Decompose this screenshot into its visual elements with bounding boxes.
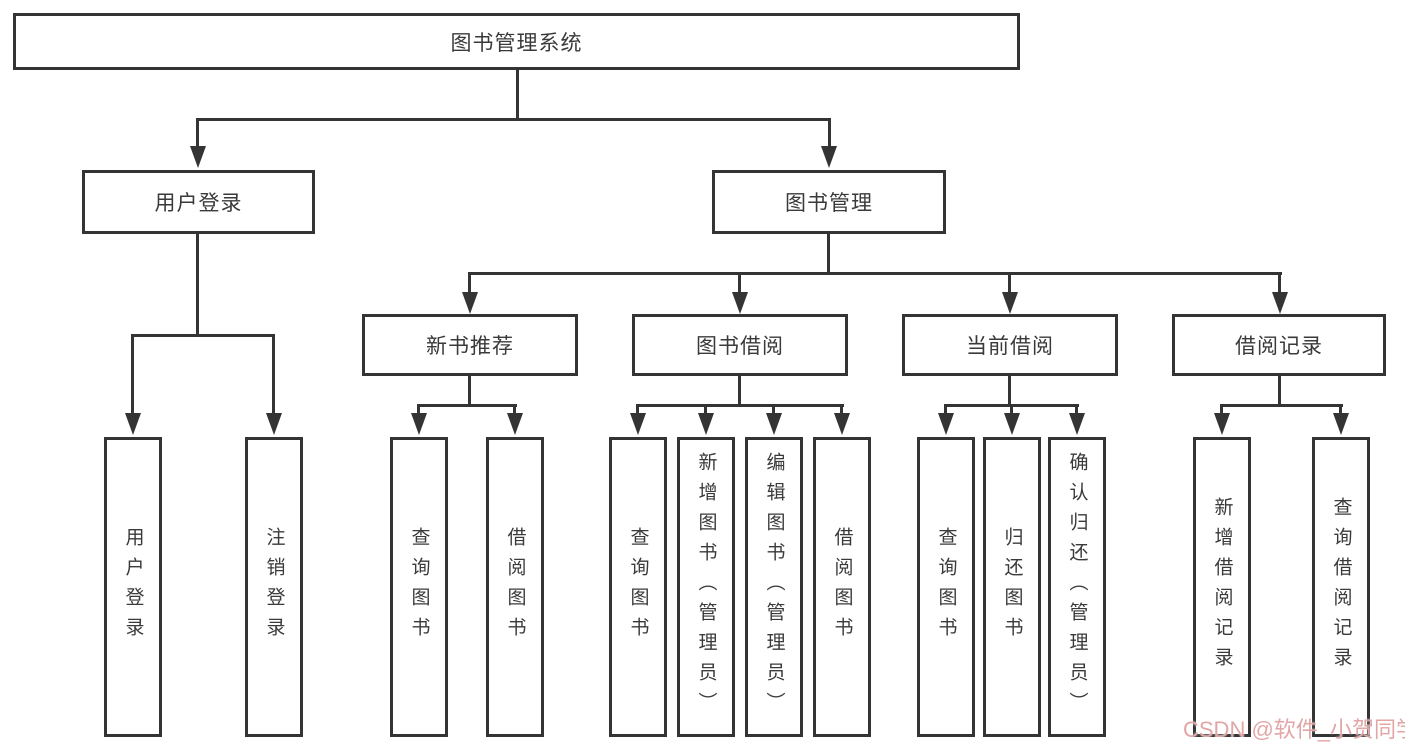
arrowhead-down-icon	[1004, 413, 1020, 435]
leaf-query-books-current: 查询图书	[917, 437, 975, 737]
watermark: CSDN @软件_小贺同学	[1183, 717, 1405, 742]
leaf-query-books-recommend-label: 查询图书	[408, 527, 430, 647]
leaf-edit-book-admin-label: 编辑图书（管理员）	[763, 452, 785, 722]
node-new-book-recommend-label: 新书推荐	[426, 335, 514, 358]
leaf-borrow-books-borrowing: 借阅图书	[813, 437, 871, 737]
connector-line	[196, 234, 199, 335]
connector-line	[944, 404, 947, 416]
arrowhead-down-icon	[698, 413, 714, 435]
arrowhead-down-icon	[411, 413, 427, 435]
arrowhead-down-icon	[1002, 292, 1018, 314]
arrowhead-down-icon	[938, 413, 954, 435]
node-book-management-label: 图书管理	[785, 192, 873, 215]
node-new-book-recommend: 新书推荐	[362, 314, 578, 376]
leaf-query-books-current-label: 查询图书	[935, 527, 957, 647]
arrowhead-down-icon	[821, 146, 837, 168]
node-book-borrowing: 图书借阅	[632, 314, 848, 376]
connector-line	[1339, 404, 1342, 416]
leaf-query-borrow-record-label: 查询借阅记录	[1330, 497, 1352, 677]
node-book-management: 图书管理	[712, 170, 946, 234]
arrowhead-down-icon	[1214, 413, 1230, 435]
connector-line	[1220, 404, 1343, 407]
leaf-logout: 注销登录	[245, 437, 303, 737]
connector-line	[1008, 376, 1011, 406]
arrowhead-down-icon	[1069, 413, 1085, 435]
arrowhead-down-icon	[1272, 292, 1288, 314]
arrowhead-down-icon	[1333, 413, 1349, 435]
arrowhead-down-icon	[630, 413, 646, 435]
node-root: 图书管理系统	[13, 13, 1020, 70]
connector-line	[738, 376, 741, 406]
connector-line	[1278, 376, 1281, 406]
leaf-confirm-return-admin-label: 确认归还（管理员）	[1066, 452, 1088, 722]
leaf-return-book: 归还图书	[983, 437, 1041, 737]
connector-line	[1075, 404, 1078, 416]
leaf-add-borrow-record-label: 新增借阅记录	[1211, 497, 1233, 677]
connector-line	[1278, 272, 1281, 294]
connector-line	[1220, 404, 1223, 416]
connector-line	[513, 404, 516, 416]
leaf-return-book-label: 归还图书	[1001, 527, 1023, 647]
connector-line	[1010, 404, 1013, 416]
connector-line	[196, 118, 831, 121]
leaf-add-borrow-record: 新增借阅记录	[1193, 437, 1251, 737]
connector-line	[828, 118, 831, 148]
node-borrowing-records-label: 借阅记录	[1235, 335, 1323, 358]
node-book-borrowing-label: 图书借阅	[696, 335, 784, 358]
connector-line	[131, 334, 134, 414]
leaf-query-borrow-record: 查询借阅记录	[1312, 437, 1370, 737]
connector-line	[840, 404, 843, 416]
leaf-user-login: 用户登录	[104, 437, 162, 737]
connector-line	[827, 234, 830, 274]
node-borrowing-records: 借阅记录	[1172, 314, 1386, 376]
connector-line	[468, 376, 471, 406]
node-user-login-label: 用户登录	[154, 192, 243, 215]
leaf-borrow-books-recommend-label: 借阅图书	[504, 527, 526, 647]
leaf-add-book-admin-label: 新增图书（管理员）	[695, 452, 717, 722]
arrowhead-down-icon	[462, 292, 478, 314]
leaf-edit-book-admin: 编辑图书（管理员）	[745, 437, 803, 737]
arrowhead-down-icon	[190, 146, 206, 168]
leaf-logout-label: 注销登录	[263, 527, 285, 647]
connector-line	[738, 272, 741, 294]
leaf-add-book-admin: 新增图书（管理员）	[677, 437, 735, 737]
connector-line	[772, 404, 775, 416]
leaf-borrow-books-recommend: 借阅图书	[486, 437, 544, 737]
arrowhead-down-icon	[766, 413, 782, 435]
connector-line	[1008, 272, 1011, 294]
leaf-confirm-return-admin: 确认归还（管理员）	[1048, 437, 1106, 737]
node-user-login: 用户登录	[82, 170, 315, 234]
connector-line	[636, 404, 639, 416]
connector-line	[272, 334, 275, 414]
leaf-query-books-borrowing: 查询图书	[609, 437, 667, 737]
leaf-user-login-label: 用户登录	[122, 527, 144, 647]
arrowhead-down-icon	[125, 413, 141, 435]
arrowhead-down-icon	[834, 413, 850, 435]
connector-line	[516, 70, 519, 118]
node-root-label: 图书管理系统	[450, 31, 583, 55]
arrowhead-down-icon	[507, 413, 523, 435]
connector-line	[196, 118, 199, 148]
arrowhead-down-icon	[266, 413, 282, 435]
leaf-query-books-borrowing-label: 查询图书	[627, 527, 649, 647]
connector-line	[131, 334, 275, 337]
node-current-borrowing: 当前借阅	[902, 314, 1118, 376]
node-current-borrowing-label: 当前借阅	[966, 335, 1054, 358]
connector-line	[468, 272, 471, 294]
arrowhead-down-icon	[732, 292, 748, 314]
leaf-query-books-recommend: 查询图书	[390, 437, 448, 737]
connector-line	[417, 404, 517, 407]
connector-line	[636, 404, 844, 407]
connector-line	[468, 272, 1282, 275]
connector-line	[704, 404, 707, 416]
connector-line	[417, 404, 420, 416]
leaf-borrow-books-borrowing-label: 借阅图书	[831, 527, 853, 647]
